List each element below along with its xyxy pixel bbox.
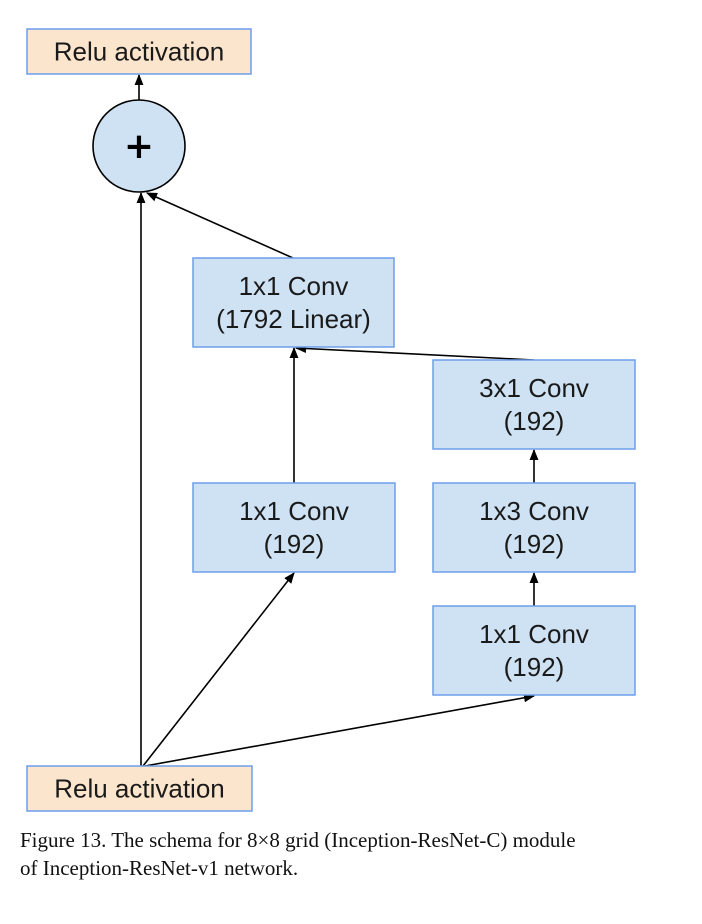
node-label-line-1: 1x1 Conv [479,619,589,649]
node-label-line-2: (1792 Linear) [216,304,371,334]
node-label-line-2: (192) [504,529,565,559]
node-label-line-1: Relu activation [54,774,225,804]
conv-box [432,482,636,573]
caption-line-1: Figure 13. The schema for 8×8 grid (Ince… [20,828,576,852]
sum-circle [92,99,186,193]
relu-box [26,765,253,812]
node-conv-1x1-b: 1x1 Conv(192) [432,605,636,696]
relu-box [26,28,252,75]
edges [134,73,539,767]
plus-icon: + [124,126,154,167]
node-conv-1x3: 1x3 Conv(192) [432,482,636,573]
node-relu-out: Relu activation [26,28,252,75]
caption-line-2: of Inception-ResNet-v1 network. [20,856,299,880]
edge-relu-in-to-conv-1x1-b [144,693,536,767]
node-label-line-1: 1x3 Conv [479,496,589,526]
node-label-line-1: 1x1 Conv [239,271,349,301]
node-sum: + [92,99,186,193]
edge-conv-3x1-to-conv-linear [294,344,535,361]
edge-conv-linear-to-sum [145,192,294,259]
node-label-line-2: (192) [504,406,565,436]
nodes: Relu activation+1x1 Conv(1792 Linear)3x1… [26,28,636,812]
edge-relu-in-to-conv-1x1-a [142,572,295,767]
node-label-line-1: Relu activation [54,37,225,67]
node-conv-linear: 1x1 Conv(1792 Linear) [192,257,395,348]
node-label-line-1: 3x1 Conv [479,373,589,403]
node-relu-in: Relu activation [26,765,253,812]
conv-box [192,482,396,573]
node-conv-3x1: 3x1 Conv(192) [432,359,636,450]
node-label-line-1: 1x1 Conv [239,496,349,526]
conv-box [432,359,636,450]
conv-box [192,257,395,348]
figure-caption: Figure 13. The schema for 8×8 grid (Ince… [20,826,690,882]
node-label-line-2: (192) [504,652,565,682]
node-conv-1x1-a: 1x1 Conv(192) [192,482,396,573]
node-label-line-2: (192) [264,529,325,559]
conv-box [432,605,636,696]
